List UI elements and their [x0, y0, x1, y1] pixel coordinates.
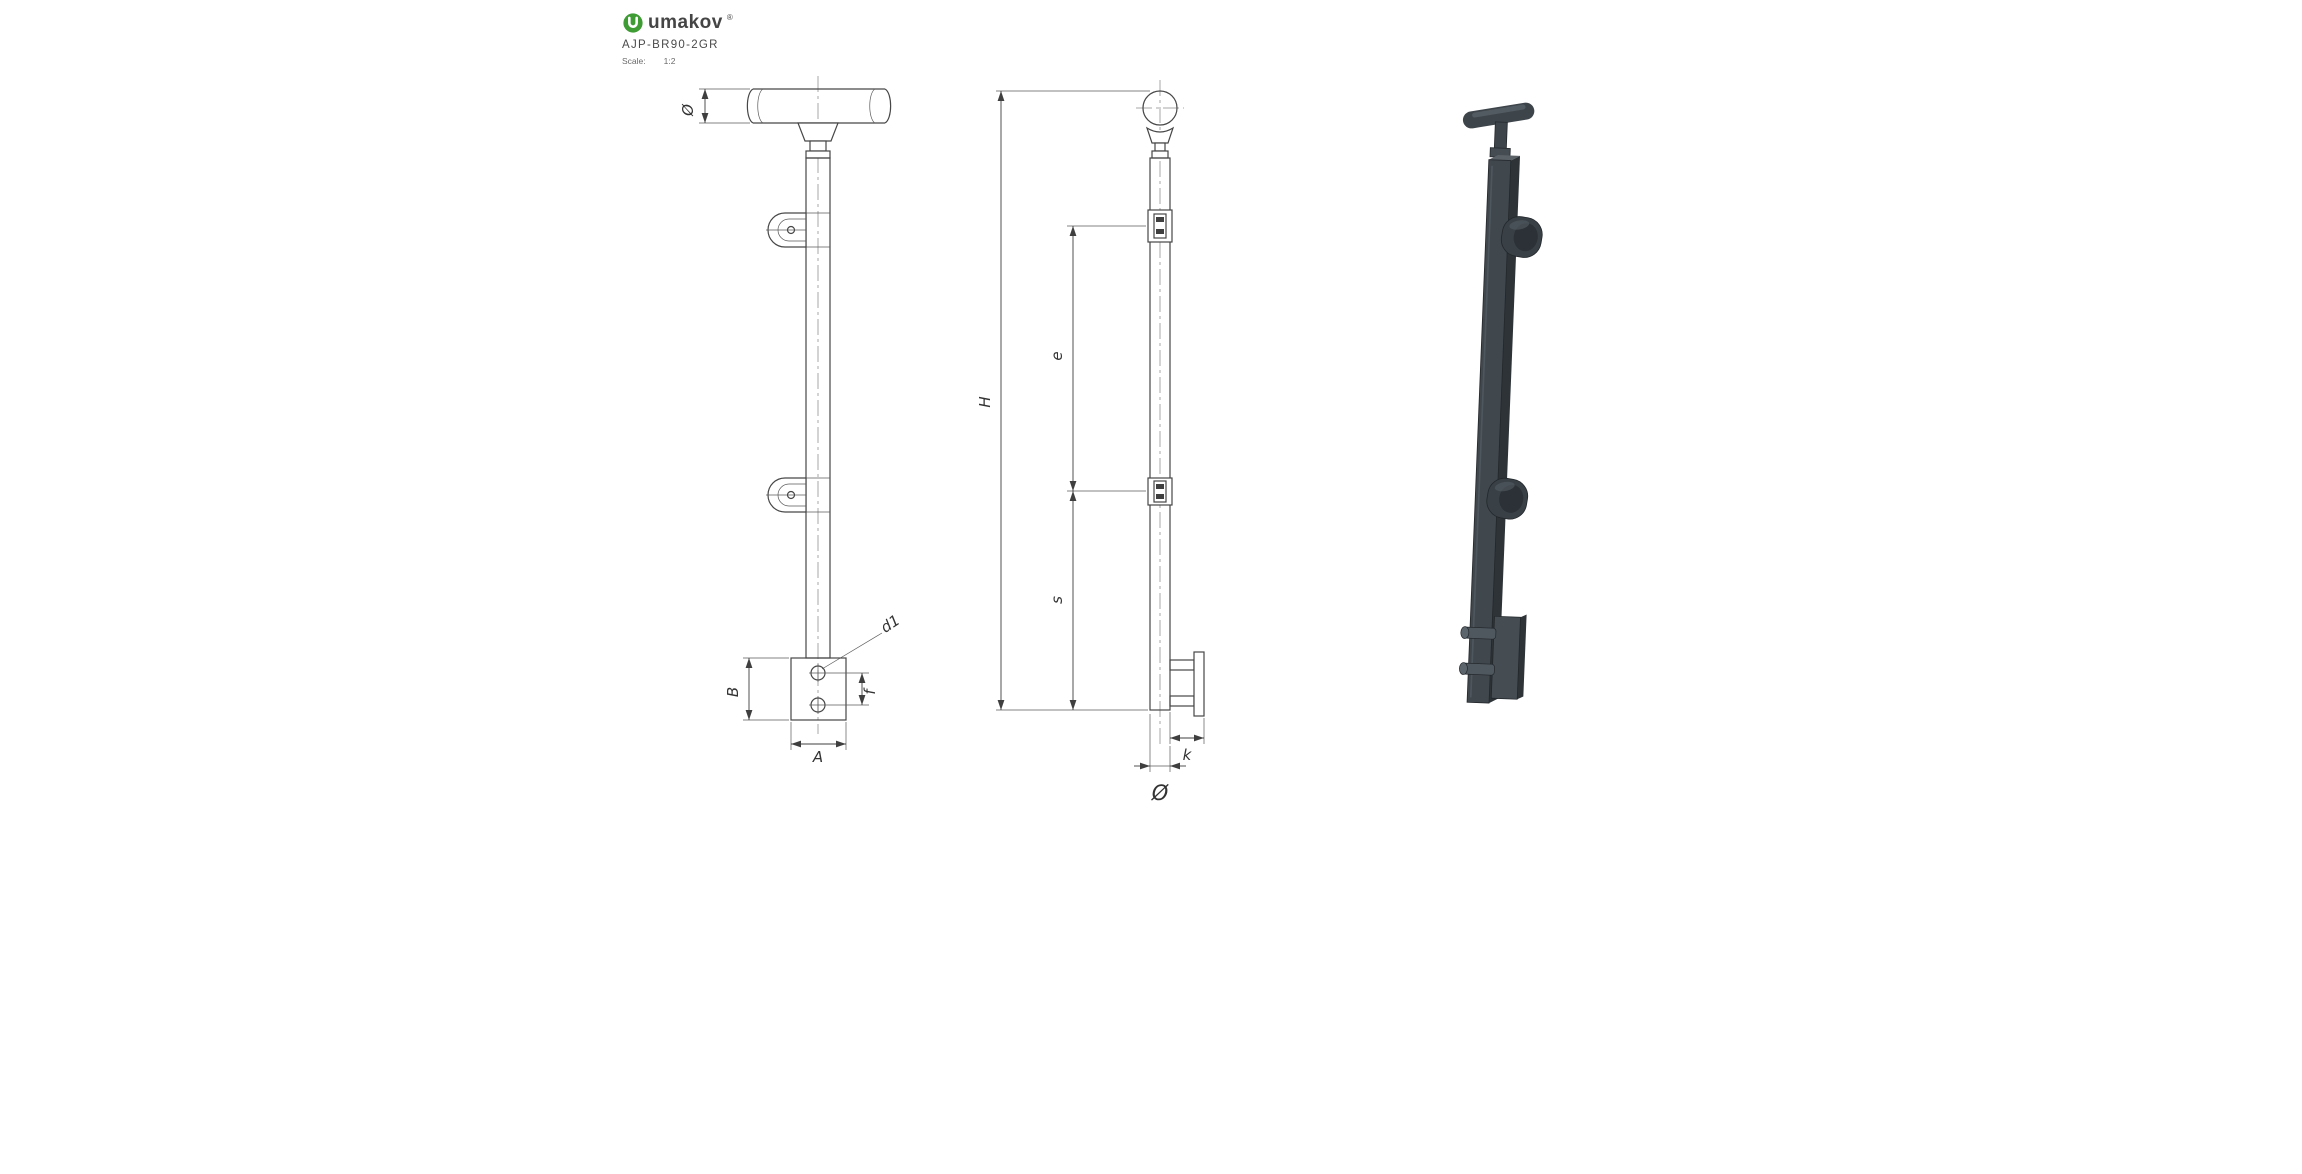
scale-label: Scale: — [622, 56, 646, 66]
product-code: AJP-BR90-2GR — [622, 39, 719, 51]
dim-front-diameter: Ø — [679, 88, 750, 124]
dim-plate-height: B — [724, 657, 789, 721]
handrail-saddle-front — [797, 122, 839, 159]
dim-lower-span: s — [1048, 491, 1077, 710]
dim-upper-span: e — [1048, 225, 1146, 492]
handrail-tube-front — [746, 88, 892, 124]
anchor-bolt-upper — [1460, 626, 1497, 640]
base-plate-3d — [1490, 614, 1527, 700]
dim-label-plate-height: B — [724, 687, 742, 697]
front-view: Ø B f A — [679, 76, 903, 766]
scale-row: Scale: 1:2 — [622, 56, 733, 66]
dim-plate-width: A — [790, 722, 847, 766]
handrail-tube-section — [1142, 90, 1178, 126]
clamp-screw — [786, 490, 796, 500]
dim-label-plate-offset: k — [1183, 746, 1193, 764]
post-3d — [1466, 155, 1521, 704]
dim-label-hole-pitch: f — [861, 687, 879, 695]
side-view: H e s k — [976, 80, 1205, 805]
dim-label-plate-width: A — [812, 748, 823, 766]
dim-tube-diameter: Ø — [1134, 714, 1186, 805]
plate-hole-lower — [809, 696, 827, 714]
dim-label-upper-span: e — [1048, 351, 1066, 360]
umakov-logo-icon — [623, 13, 643, 33]
registered-mark: ® — [726, 13, 733, 22]
dim-label-hole-diameter: d1 — [877, 611, 903, 636]
dim-label-lower-span: s — [1048, 596, 1066, 604]
dim-plate-offset: k — [1169, 712, 1205, 764]
diameter-symbol: Ø — [1151, 781, 1169, 805]
handrail-saddle-3d — [1462, 102, 1535, 129]
dim-total-height: H — [976, 90, 1150, 711]
post-side — [1149, 157, 1171, 711]
brand-row: umakov ® — [622, 12, 733, 34]
iso-view — [1459, 102, 1543, 704]
title-block: umakov ® AJP-BR90-2GR Scale: 1:2 — [622, 12, 733, 66]
glass-clamp-front-upper — [766, 212, 807, 248]
glass-clamp-side-lower — [1147, 477, 1173, 506]
clamp-screw — [786, 225, 796, 235]
dim-label-total-height: H — [976, 396, 994, 407]
glass-clamp-3d-upper — [1500, 216, 1543, 258]
handrail-saddle-side — [1145, 126, 1175, 159]
glass-clamp-side-upper — [1147, 209, 1173, 243]
brand-name: umakov — [648, 12, 723, 33]
base-plate-side — [1169, 651, 1205, 717]
dim-label-diameter: Ø — [679, 103, 697, 117]
plate-hole-upper — [809, 664, 827, 682]
dim-hole-pitch: f — [827, 672, 879, 706]
anchor-bolt-lower — [1459, 662, 1495, 676]
dim-hole-diameter: d1 — [821, 611, 903, 670]
scale-value: 1:2 — [663, 56, 676, 66]
glass-clamp-3d-lower — [1486, 477, 1529, 520]
base-plate-front — [790, 657, 847, 721]
glass-clamp-front-lower — [766, 477, 807, 513]
